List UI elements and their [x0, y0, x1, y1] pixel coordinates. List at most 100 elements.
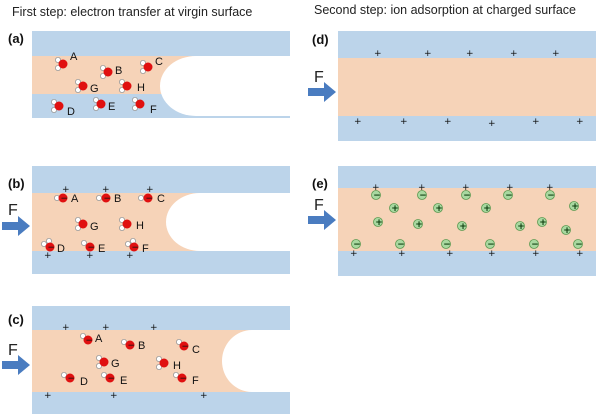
water-molecule-A: − A [80, 333, 103, 346]
molecule-label-H: H [173, 360, 181, 372]
ion-positive: + [569, 201, 579, 212]
charge-plus: + [44, 251, 52, 261]
electron-charge: − [108, 374, 116, 384]
force-arrow-d [308, 82, 336, 102]
water-molecule-D: − D [60, 372, 88, 388]
ion-positive: + [389, 203, 399, 214]
charge-plus: + [488, 119, 496, 129]
charge-plus: + [532, 117, 540, 127]
water-molecule-B: − B [95, 193, 121, 205]
molecule-label-B: B [115, 65, 122, 77]
charge-plus: + [462, 183, 470, 193]
ion-sign: − [505, 191, 513, 201]
ion-negative: − [351, 239, 361, 250]
molecule-label-E: E [98, 243, 105, 255]
water-molecule-E: − E [100, 372, 127, 387]
charge-plus: + [126, 251, 134, 261]
ion-sign: + [571, 202, 579, 212]
molecule-label-C: C [157, 193, 165, 205]
panel-label-e: (e) [312, 176, 328, 191]
ion-sign: − [575, 240, 583, 250]
ion-positive: + [537, 217, 547, 228]
molecule-label-B: B [114, 193, 121, 205]
electron-charge: − [68, 374, 76, 384]
electron-charge: − [61, 194, 69, 204]
molecule-label-A: A [95, 333, 103, 345]
panel-a: (a) A B C [8, 31, 290, 118]
ion-negative: − [371, 190, 381, 201]
molecule-label-D: D [80, 376, 88, 388]
ion-negative: − [529, 239, 539, 250]
ion-negative: − [395, 239, 405, 250]
force-label-b: F [8, 202, 18, 219]
ion-sign: − [463, 191, 471, 201]
molecules-b: − A − B − C G [40, 193, 165, 255]
ion-positive: + [457, 221, 467, 232]
electron-charge: − [48, 243, 56, 253]
molecule-label-F: F [192, 375, 199, 387]
force-arrow-c [2, 355, 30, 375]
charge-plus: + [532, 249, 540, 259]
molecule-label-H: H [136, 220, 144, 232]
panel-b: (b) F + + + + + + − A − B [2, 166, 290, 274]
molecule-label-B: B [138, 340, 145, 352]
charge-plus: + [424, 49, 432, 59]
ion-sign: + [435, 204, 443, 214]
ion-negative: − [573, 239, 583, 250]
panel-label-d: (d) [312, 32, 329, 47]
ion-sign: + [391, 204, 399, 214]
molecule-label-E: E [108, 101, 115, 113]
water-molecule-F: F [132, 97, 157, 116]
charge-plus: + [146, 185, 154, 195]
molecules-c: − A − B − C G [60, 333, 200, 388]
charge-plus: + [444, 117, 452, 127]
ion-sign: + [459, 222, 467, 232]
force-arrow-e [308, 210, 336, 230]
water-molecule-B: B [100, 65, 122, 79]
ion-sign: − [353, 240, 361, 250]
water-molecule-G: G [96, 355, 120, 370]
water-molecule-E: − E [80, 240, 105, 255]
ion-sign: + [375, 218, 383, 228]
charge-plus: + [576, 117, 584, 127]
ion-sign: − [443, 240, 451, 250]
ion-sign: − [373, 191, 381, 201]
ion-negative: − [545, 190, 555, 201]
water-molecule-C: C [140, 56, 163, 74]
molecule-label-C: C [192, 344, 200, 356]
charge-plus: + [62, 185, 70, 195]
electron-charge: − [180, 374, 188, 384]
force-label-d: F [314, 69, 324, 86]
ion-positive: + [373, 217, 383, 228]
electron-charge: − [182, 342, 190, 352]
panel-label-b: (b) [8, 176, 25, 191]
electron-charge: − [132, 243, 140, 253]
water-molecule-A: − A [53, 193, 79, 205]
liquid-d [338, 58, 596, 116]
charge-plus: + [510, 49, 518, 59]
water-molecule-E: E [93, 97, 115, 113]
meniscus-fill-a [196, 56, 290, 116]
surface-charges-c: + + + + + + [44, 323, 208, 401]
molecule-label-D: D [57, 243, 65, 255]
ion-sign: − [531, 240, 539, 250]
ion-sign: − [397, 240, 405, 250]
surface-charges-d: + + + + + + + + + + + [354, 49, 584, 129]
water-molecule-G: G [75, 79, 99, 95]
ion-negative: − [441, 239, 451, 250]
molecule-label-G: G [111, 358, 120, 370]
charge-plus: + [110, 391, 118, 401]
water-molecule-D: D [51, 99, 75, 118]
meniscus-fill-b [200, 193, 290, 251]
electron-charge: − [88, 243, 96, 253]
charge-plus: + [552, 49, 560, 59]
ion-negative: − [503, 190, 513, 201]
ion-positive: + [561, 225, 571, 236]
charge-plus: + [506, 183, 514, 193]
ion-positive: + [413, 219, 423, 230]
molecule-label-G: G [90, 83, 99, 95]
ion-negative: − [461, 190, 471, 201]
water-molecule-C: − C [137, 193, 165, 205]
water-molecule-A: A [55, 51, 78, 71]
water-molecule-H: H [119, 79, 145, 94]
